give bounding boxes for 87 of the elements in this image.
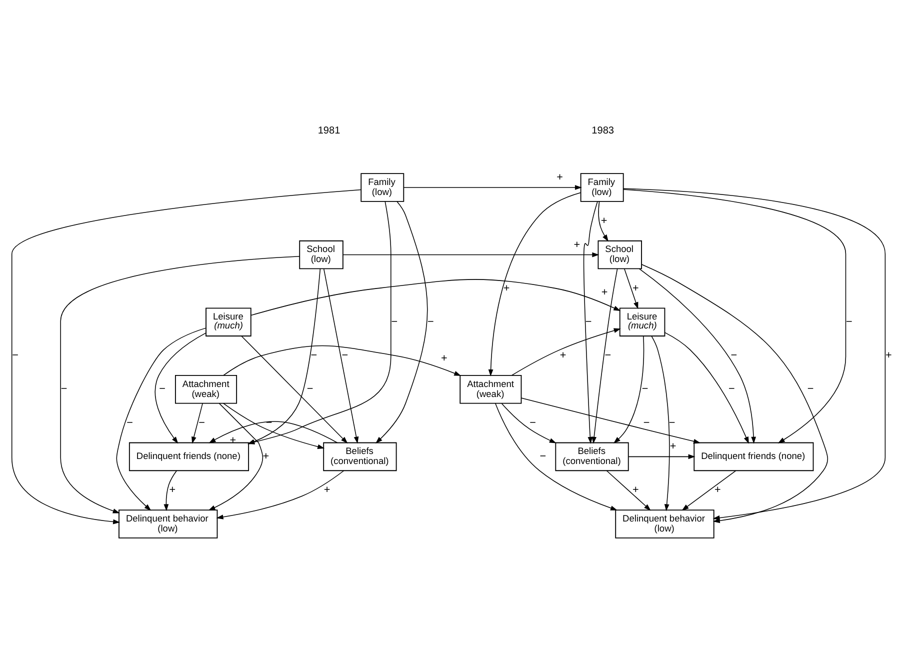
arrow xyxy=(323,268,359,444)
arrow xyxy=(641,264,828,523)
arrow xyxy=(116,327,206,510)
node-box: Delinquent behavior (low) xyxy=(118,509,218,538)
edge-label: + xyxy=(262,450,270,462)
arrow xyxy=(613,335,644,443)
arrow xyxy=(11,188,362,524)
edge-label: + xyxy=(441,352,448,364)
edge-label: + xyxy=(600,214,608,226)
arrow xyxy=(60,256,300,513)
edge-label: + xyxy=(503,282,510,294)
arrow xyxy=(501,402,556,443)
arrow xyxy=(250,278,621,316)
edge-label: + xyxy=(632,484,639,496)
edge-label: + xyxy=(574,238,580,250)
node-box: Leisure (much) xyxy=(206,307,252,336)
node-box: Leisure (much) xyxy=(619,307,666,336)
node-box: Delinquent behavior (low) xyxy=(615,509,714,538)
edge-label: − xyxy=(428,315,434,328)
edge-label: − xyxy=(604,349,612,362)
arrow xyxy=(223,344,462,376)
arrow xyxy=(223,402,325,449)
edge-label: + xyxy=(560,349,566,362)
node-box: Attachment (weak) xyxy=(460,374,522,404)
arrow xyxy=(208,402,264,510)
label: 1983 xyxy=(592,125,614,136)
edge-label: − xyxy=(126,416,133,428)
node-box: School (low) xyxy=(299,240,344,269)
arrow xyxy=(488,192,582,376)
edge-label: + xyxy=(556,171,563,184)
edge-label: − xyxy=(159,382,166,395)
arrow xyxy=(511,328,621,376)
arrow xyxy=(664,332,749,444)
arrow xyxy=(651,335,670,511)
node-box: Delinquent friends (none) xyxy=(694,442,814,471)
edge-label: − xyxy=(12,349,18,362)
node-box: Beliefs (conventional) xyxy=(555,442,629,471)
edge-label: + xyxy=(886,349,892,362)
arrow xyxy=(192,402,203,444)
edge-label: − xyxy=(540,450,546,462)
node-box: Family (low) xyxy=(360,172,404,202)
arrow xyxy=(592,268,618,444)
arrow xyxy=(164,470,177,511)
arrow xyxy=(624,268,638,309)
edge-label: − xyxy=(730,349,738,362)
node-box: Beliefs (conventional) xyxy=(323,442,397,471)
node-box: School (low) xyxy=(598,240,642,269)
label: 1981 xyxy=(318,125,340,136)
edge-label: − xyxy=(668,416,676,428)
arrow xyxy=(403,184,582,190)
edge-label: − xyxy=(642,382,648,395)
arrow xyxy=(682,470,736,510)
edge-label: − xyxy=(198,416,205,428)
edge-label: − xyxy=(807,382,814,395)
arrow xyxy=(154,332,206,444)
node-box: Attachment (weak) xyxy=(175,374,238,404)
arrow xyxy=(623,188,846,443)
edge-label: − xyxy=(391,315,398,328)
node-box: Delinquent friends (none) xyxy=(128,442,250,471)
edge-label: − xyxy=(310,349,318,362)
edge-label: − xyxy=(728,382,735,395)
arrow xyxy=(583,200,598,444)
arrow xyxy=(495,402,618,510)
edge-label: + xyxy=(601,286,608,298)
arrow xyxy=(376,200,428,443)
arrow xyxy=(638,268,756,444)
arrow xyxy=(520,397,700,444)
edge-label: − xyxy=(530,416,536,428)
arrow xyxy=(622,188,886,520)
edge-label: − xyxy=(60,382,68,395)
arrow xyxy=(216,470,344,519)
edge-label: + xyxy=(632,282,639,294)
arrow xyxy=(598,200,608,242)
node-box: Family (low) xyxy=(580,172,624,202)
edge-label: + xyxy=(714,484,721,496)
arrow xyxy=(606,470,651,510)
edge-label: − xyxy=(306,382,314,395)
edge-label: − xyxy=(342,349,348,362)
edge-label: + xyxy=(670,440,676,452)
edge-label: + xyxy=(169,484,176,496)
edge-label: − xyxy=(643,416,650,428)
edge-label: − xyxy=(846,315,852,328)
edge-label: − xyxy=(266,416,272,428)
arrow xyxy=(628,454,696,459)
arrow xyxy=(342,252,600,257)
edge-label: + xyxy=(324,484,330,496)
edge-label: − xyxy=(585,315,592,328)
